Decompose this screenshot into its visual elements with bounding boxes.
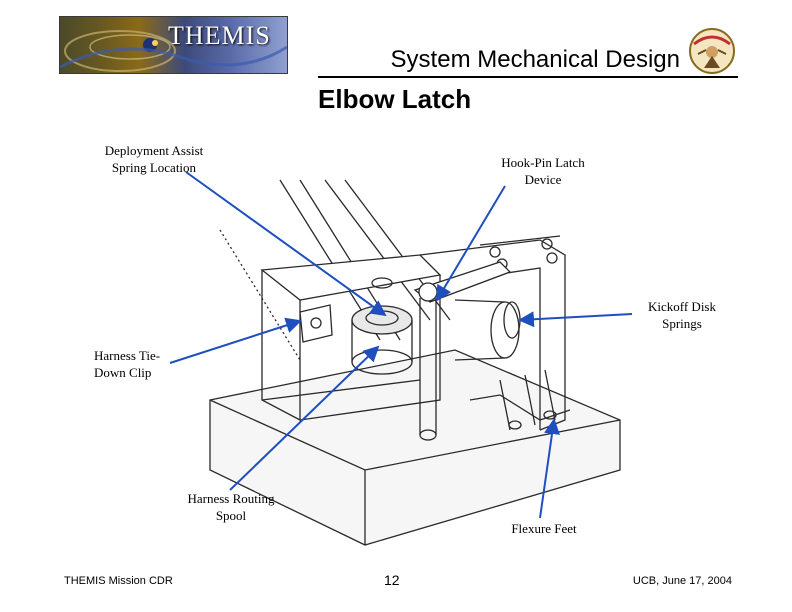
callout-flexure-feet: Flexure Feet	[511, 521, 577, 536]
logo-text: THEMIS	[168, 21, 271, 50]
header-title: System Mechanical Design	[390, 46, 680, 73]
arrow-spring	[185, 171, 387, 317]
callout-hook-pin-latch: Hook-Pin Latch Device	[501, 155, 585, 187]
arrow-hook	[435, 185, 506, 302]
arrow-feet	[539, 418, 560, 519]
footer-date: UCB, June 17, 2004	[632, 575, 732, 587]
arrow-harness	[169, 317, 302, 364]
header-rule	[318, 76, 738, 78]
callout-harness-routing-spool: Harness Routing Spool	[187, 491, 275, 523]
callout-kickoff-disk-springs: Kickoff Disk Springs	[647, 299, 716, 331]
footer-mission-name: THEMIS Mission CDR	[64, 575, 173, 587]
arrow-spool	[229, 345, 380, 491]
arrow-kickoff	[518, 311, 633, 328]
footer-page-number: 12	[384, 572, 400, 588]
callout-deployment-assist-spring: Deployment Assist Spring Location	[104, 143, 204, 175]
logo-swirl-graphic	[60, 30, 287, 72]
themis-mission-badge-icon	[689, 28, 735, 74]
callout-harness-tie-down-clip: Harness Tie-Down Clip	[94, 348, 161, 380]
themis-logo: THEMIS	[59, 16, 288, 74]
slide-title: Elbow Latch	[318, 84, 472, 114]
drawing-linework	[209, 179, 621, 546]
callout-arrows	[169, 171, 633, 519]
